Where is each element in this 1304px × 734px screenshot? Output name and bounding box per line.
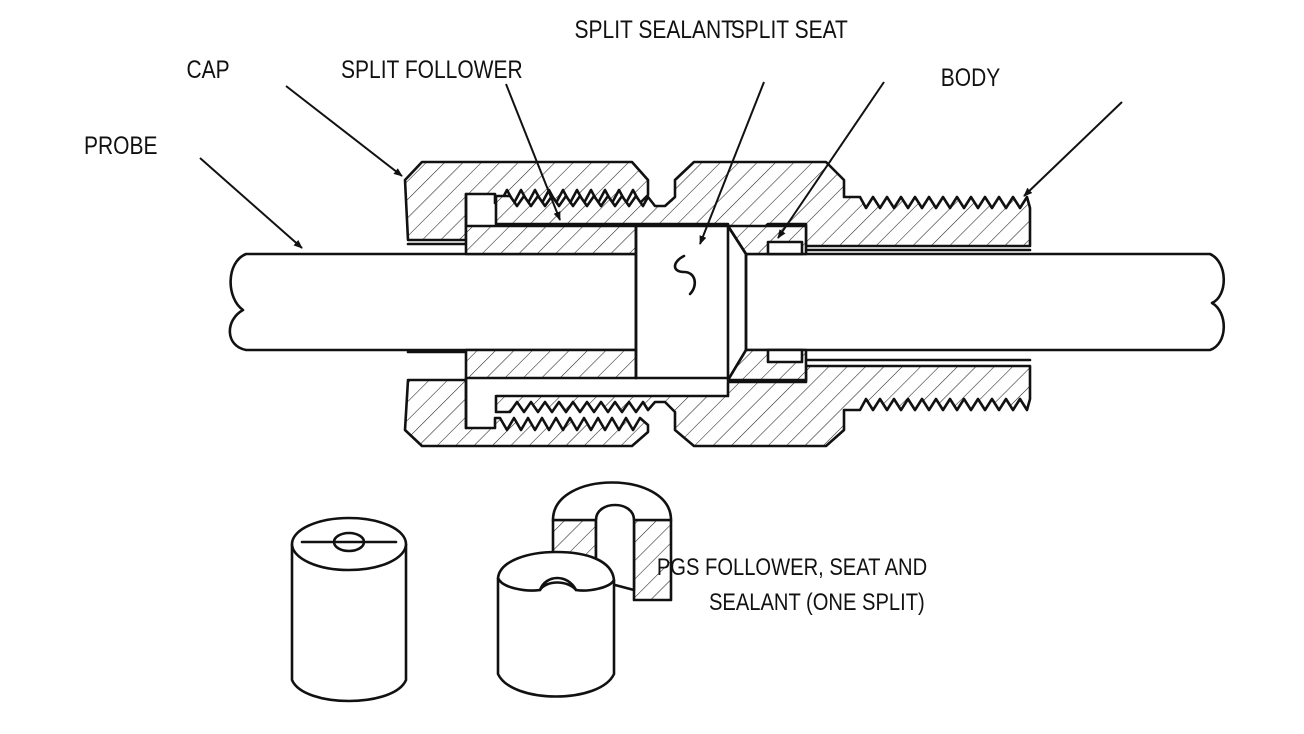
seat-tab-bottom xyxy=(766,348,804,364)
parts-caption: PGS FOLLOWER, SEAT AND SEALANT (ONE SPLI… xyxy=(657,553,927,615)
cap-leader xyxy=(285,85,403,177)
follower-top-section xyxy=(464,224,638,256)
split-sealant xyxy=(634,224,730,380)
split-sealant-label: SPLIT SEALANT xyxy=(575,15,734,43)
probe xyxy=(228,252,1225,352)
half-cylinder-notch xyxy=(538,576,578,592)
u-piece-arch xyxy=(551,481,673,522)
caption-line-1: PGS FOLLOWER, SEAT AND xyxy=(657,553,927,580)
split-cylinder-part xyxy=(290,516,408,703)
body-top-section xyxy=(494,160,1032,248)
leader-lines xyxy=(199,81,1123,249)
body xyxy=(494,160,1032,448)
break-symbol xyxy=(673,254,697,296)
split-pieces-part xyxy=(496,481,673,698)
body-leader xyxy=(1023,101,1123,197)
split-seat-label: SPLIT SEAT xyxy=(731,15,848,43)
sealant-block xyxy=(634,224,730,380)
half-cylinder-body xyxy=(496,578,616,698)
split-seat-leader xyxy=(777,81,885,239)
cylinder-body xyxy=(290,544,408,703)
split-seat xyxy=(726,224,808,382)
cap-bottom-section xyxy=(403,378,650,448)
split-follower-leader xyxy=(505,83,561,221)
half-cylinder-top xyxy=(496,550,616,592)
split-follower-label: SPLIT FOLLOWER xyxy=(341,55,523,83)
body-bottom-section xyxy=(494,364,1032,448)
probe-tube-left xyxy=(228,252,638,352)
body-label: BODY xyxy=(941,63,1000,91)
probe-tube-right xyxy=(744,252,1225,352)
split-sealant-leader xyxy=(699,81,765,245)
follower-bottom-section xyxy=(464,348,638,380)
cap-label: CAP xyxy=(186,55,229,83)
caption-line-2: SEALANT (ONE SPLIT) xyxy=(709,588,925,615)
seat-tab-top xyxy=(766,240,804,256)
labels: PROBE CAP SPLIT FOLLOWER SPLIT SEALANT S… xyxy=(84,15,1000,159)
cylinder-top-face xyxy=(290,516,408,572)
probe-label: PROBE xyxy=(84,131,157,159)
probe-leader xyxy=(199,157,303,249)
